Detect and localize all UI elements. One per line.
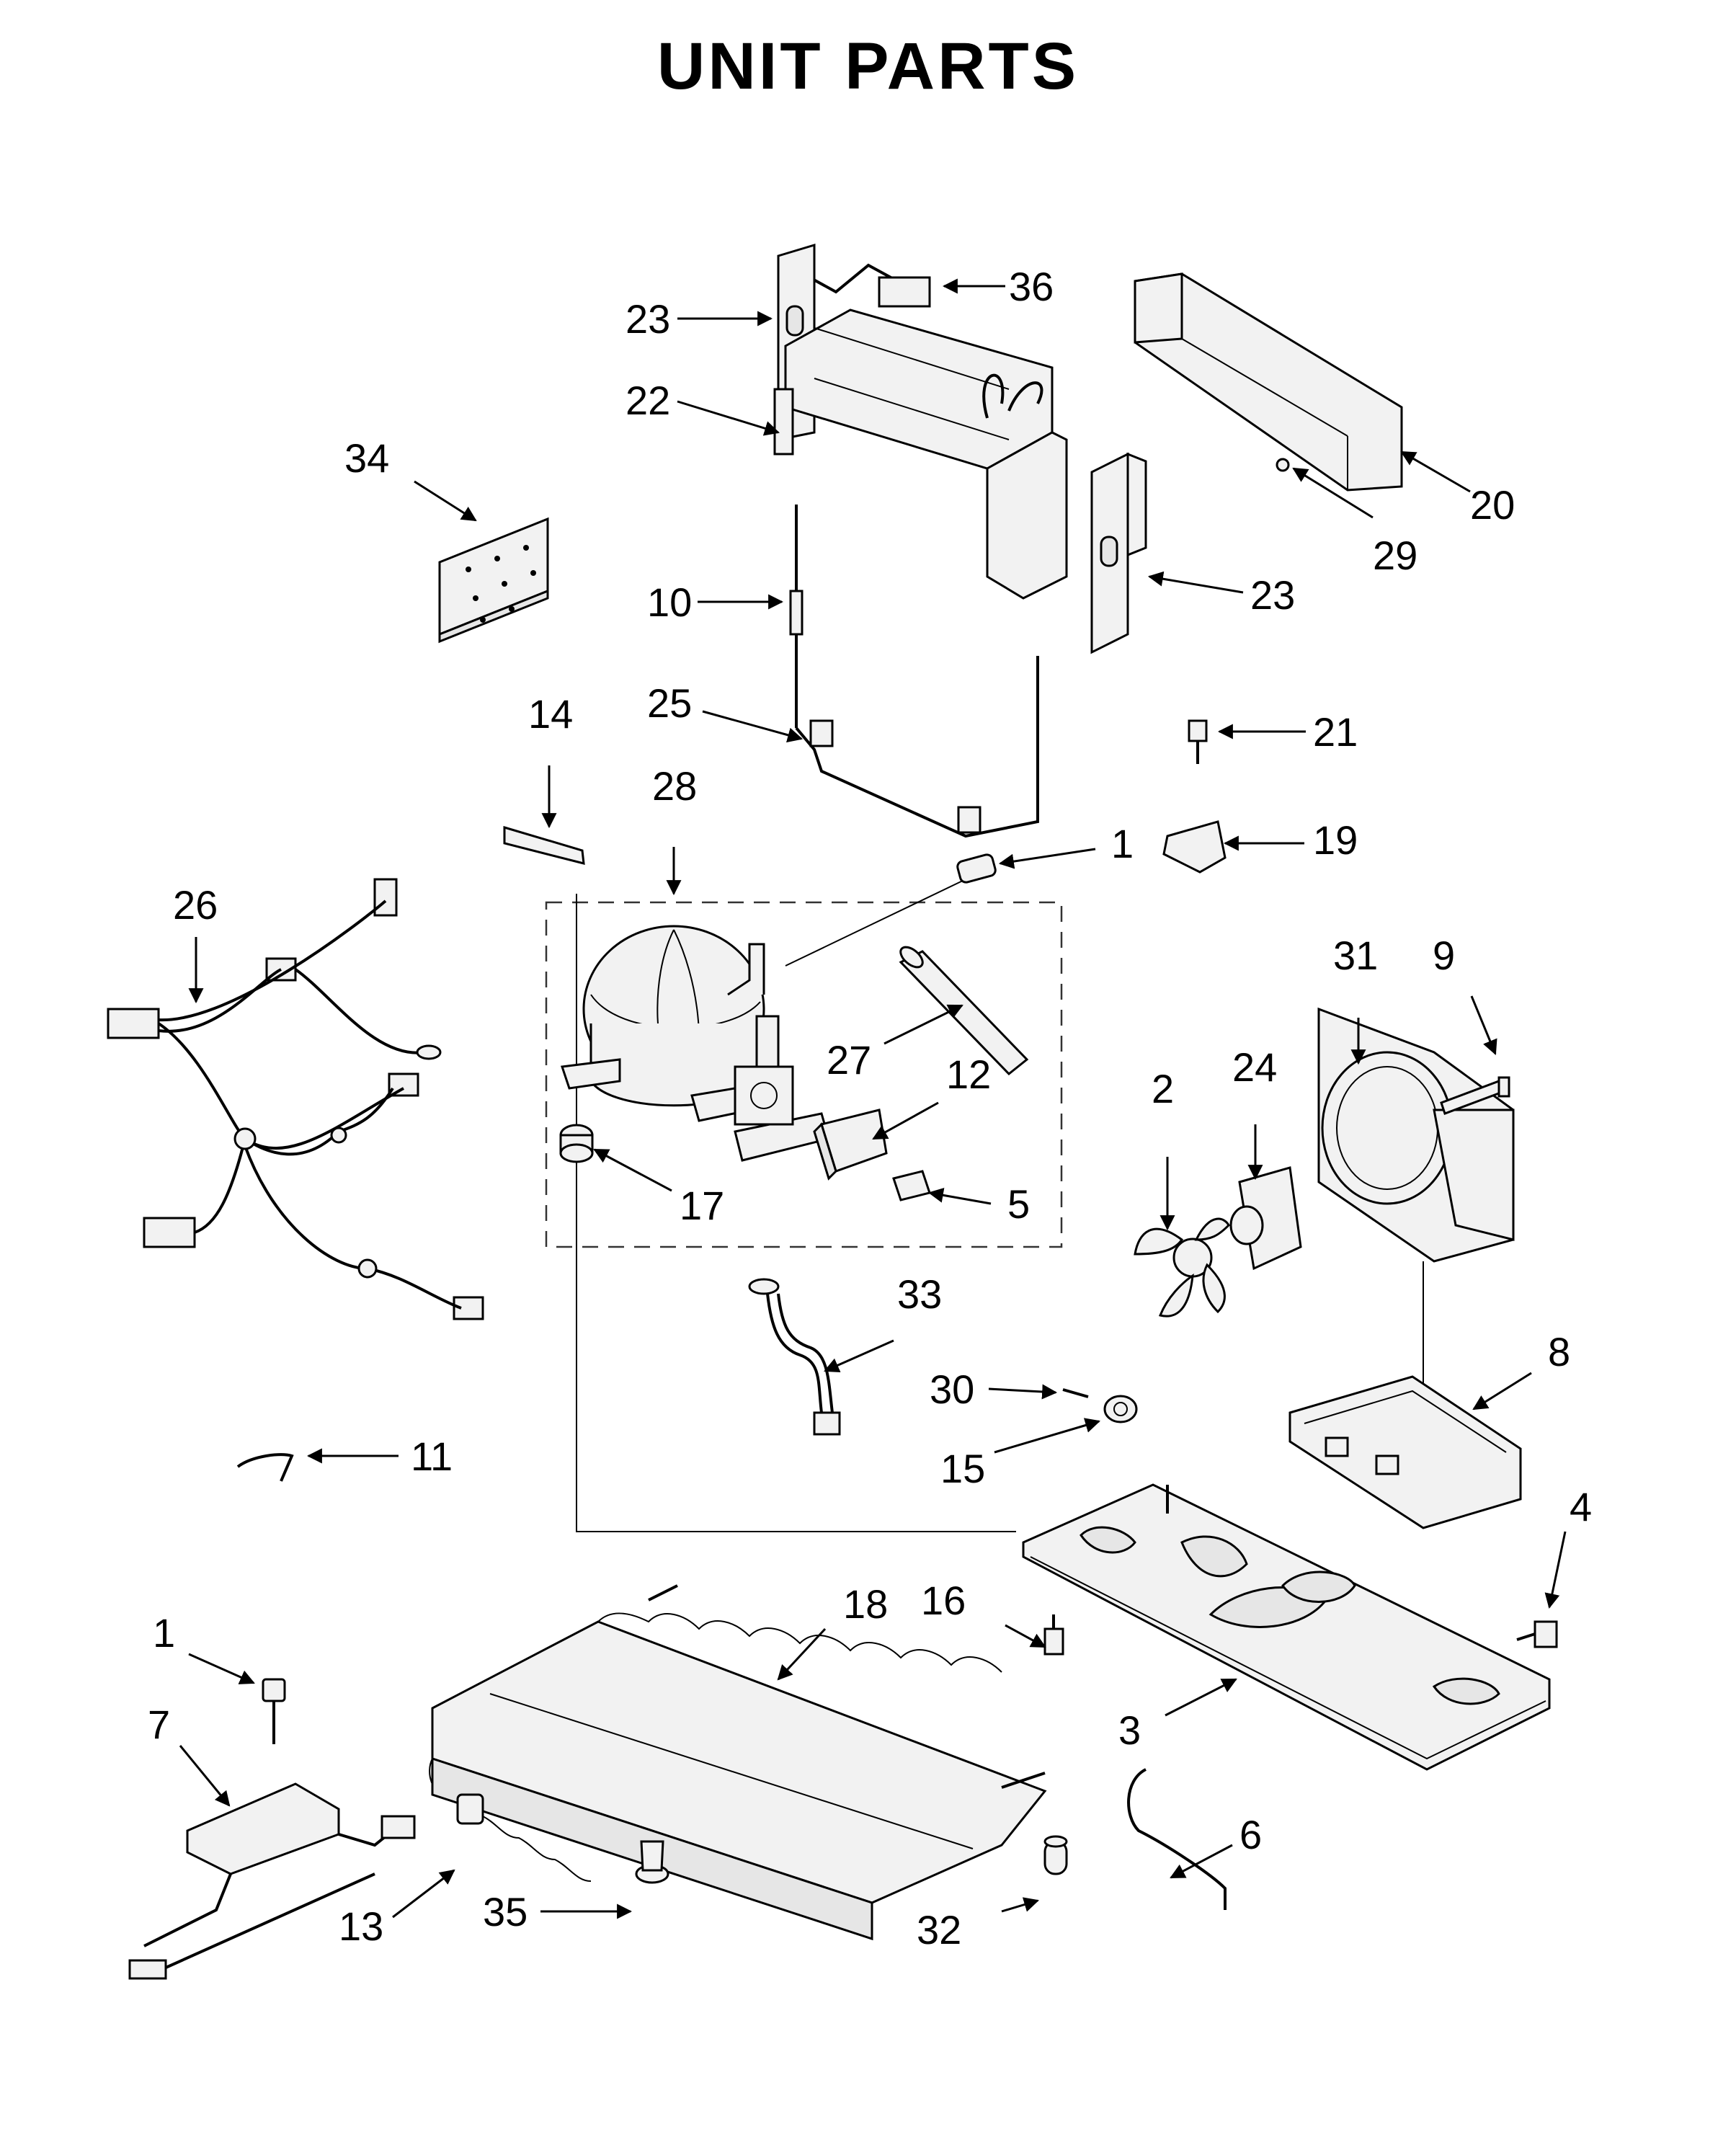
- part-21-screw: [1188, 719, 1208, 764]
- label-26: 26: [173, 882, 218, 928]
- label-10: 10: [647, 579, 692, 625]
- mount-leader-line: [576, 894, 1016, 1532]
- part-34-control-board: [438, 517, 549, 644]
- part-32-spacer: [1043, 1835, 1068, 1875]
- label-23-top-left: 23: [626, 296, 670, 342]
- part-30-pin: [1062, 1388, 1089, 1398]
- part-25-defrost-heater: [795, 656, 1039, 838]
- part-17-grommet: [559, 1124, 594, 1163]
- part-8-condenser-drain-pan: [1288, 1375, 1522, 1529]
- part-11-clip: [236, 1453, 294, 1482]
- label-22: 22: [626, 378, 670, 423]
- diagram-title: UNIT PARTS: [656, 30, 1080, 103]
- part-1-screw-lower: [262, 1678, 286, 1744]
- label-33: 33: [897, 1271, 942, 1317]
- label-17: 17: [680, 1183, 724, 1228]
- label-32: 32: [917, 1907, 961, 1952]
- label-6: 6: [1239, 1812, 1262, 1857]
- label-9: 9: [1433, 933, 1455, 978]
- part-28-compressor: [560, 925, 830, 1162]
- part-27-filter-drier: [899, 946, 1029, 1076]
- part-18-condenser: [429, 1584, 1047, 1941]
- label-34: 34: [344, 435, 389, 481]
- label-8: 8: [1548, 1329, 1570, 1374]
- part-9-screw: [1440, 1076, 1510, 1115]
- part-24-fan-motor: [1229, 1166, 1302, 1271]
- label-1-lower: 1: [153, 1610, 175, 1656]
- part-19-bracket: [1162, 820, 1227, 874]
- label-5: 5: [1007, 1181, 1030, 1227]
- part-31-fan-shroud: [1317, 1007, 1515, 1263]
- label-14: 14: [528, 691, 573, 737]
- part-15-roller: [1103, 1395, 1138, 1423]
- label-36: 36: [1009, 264, 1054, 309]
- label-24: 24: [1232, 1044, 1277, 1090]
- label-21: 21: [1313, 709, 1358, 755]
- compressor-leader-line: [785, 879, 966, 967]
- label-11: 11: [411, 1434, 453, 1479]
- label-19: 19: [1313, 817, 1358, 863]
- callout-labels: 36 23 22 34 10 25 14 28 26 1 21 19 20 29…: [148, 264, 1592, 1952]
- part-20-evaporator-cover: [1134, 272, 1403, 492]
- part-13-condenser-clip: [456, 1793, 484, 1825]
- part-6-rod: [1127, 1768, 1227, 1910]
- label-3: 3: [1118, 1707, 1141, 1753]
- label-4: 4: [1570, 1484, 1592, 1529]
- label-12: 12: [946, 1052, 991, 1097]
- part-10-defrost-heater-lead: [789, 505, 804, 728]
- part-5-relay-cover: [892, 1170, 931, 1201]
- part-12-start-relay: [813, 1109, 888, 1181]
- callout-arrows: [179, 278, 1567, 1919]
- part-23-evaporator-bracket-right: [1090, 452, 1147, 654]
- label-29: 29: [1373, 533, 1417, 578]
- label-35: 35: [483, 1889, 528, 1934]
- label-28: 28: [652, 763, 697, 809]
- label-27: 27: [827, 1037, 871, 1083]
- part-33-drain-tube: [748, 1278, 841, 1436]
- compressor-assembly-boundary: [545, 901, 1063, 1248]
- part-29-screw: [1276, 458, 1290, 472]
- label-20: 20: [1470, 482, 1515, 528]
- part-4-screw: [1516, 1620, 1558, 1648]
- label-18: 18: [843, 1581, 888, 1627]
- label-13: 13: [339, 1903, 383, 1949]
- part-35-push-pin: [635, 1840, 669, 1884]
- label-23-right: 23: [1250, 572, 1295, 618]
- label-16: 16: [921, 1578, 966, 1623]
- label-7: 7: [148, 1702, 170, 1747]
- part-2-fan-blade: [1134, 1217, 1230, 1318]
- part-7-heater-harness: [128, 1782, 416, 1980]
- part-22-evaporator: [773, 308, 1068, 600]
- label-30: 30: [930, 1367, 974, 1412]
- label-1-upper: 1: [1111, 821, 1134, 866]
- label-15: 15: [940, 1446, 985, 1491]
- label-31: 31: [1333, 933, 1378, 978]
- part-3-machine-compartment-base: [1022, 1483, 1551, 1771]
- part-14-strap: [503, 825, 585, 865]
- part-26-wire-harness: [107, 878, 484, 1320]
- part-1-fitting-upper: [956, 853, 997, 884]
- label-2: 2: [1152, 1066, 1174, 1111]
- part-16-screw: [1043, 1614, 1064, 1656]
- label-25: 25: [647, 680, 692, 726]
